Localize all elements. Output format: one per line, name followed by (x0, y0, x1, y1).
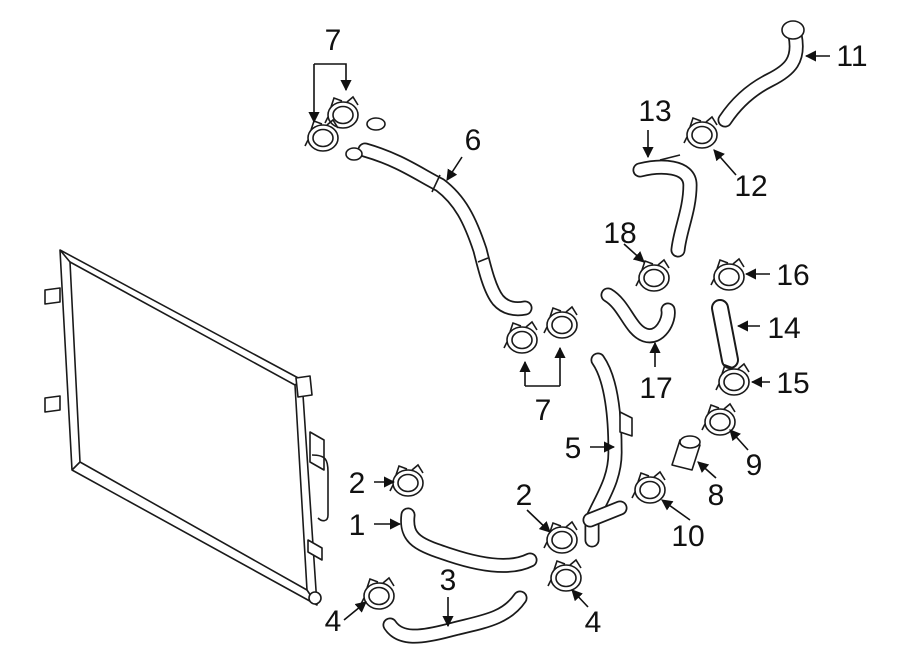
clamp (543, 306, 578, 339)
callout-6: 6 (465, 124, 482, 157)
clamp (360, 577, 395, 610)
callout-labels: 7 6 7 11 12 13 18 16 14 15 17 5 9 8 10 2… (325, 24, 868, 639)
callout-18: 18 (603, 217, 636, 250)
callout-12: 12 (734, 170, 767, 203)
callout-7-top: 7 (325, 24, 342, 57)
callout-17: 17 (639, 372, 672, 405)
callout-13: 13 (638, 95, 671, 128)
part-14-hose (711, 299, 739, 369)
leader-arrows (308, 50, 830, 628)
part-8-connector (671, 435, 701, 471)
part-13-pipe (632, 154, 698, 258)
callout-11: 11 (836, 40, 867, 73)
clamp (635, 259, 670, 292)
callout-15: 15 (776, 367, 809, 400)
callout-8: 8 (708, 479, 725, 512)
callout-4-left: 4 (325, 605, 342, 638)
part-1-hose (400, 507, 538, 573)
callout-2-right: 2 (516, 479, 533, 512)
radiator (44, 249, 329, 606)
clamp (543, 521, 578, 554)
callout-7-bottom: 7 (535, 394, 552, 427)
part-11-hose (717, 20, 805, 128)
callout-2-left: 2 (349, 467, 366, 500)
callout-3: 3 (440, 564, 457, 597)
callout-4-right: 4 (585, 606, 602, 639)
callout-16: 16 (776, 259, 809, 292)
clamp (389, 464, 424, 497)
clamp (710, 258, 745, 291)
part-17-hose (600, 287, 676, 344)
clamp (683, 116, 718, 149)
clamp (547, 559, 582, 592)
part-3-hose (382, 590, 528, 644)
clamp (503, 321, 538, 354)
clamp (715, 363, 750, 396)
callout-14: 14 (767, 312, 800, 345)
callout-5: 5 (565, 432, 582, 465)
callout-10: 10 (671, 520, 704, 553)
part-6-tube (345, 117, 533, 317)
part-5-tube (582, 352, 633, 548)
callout-9: 9 (746, 449, 763, 482)
clamp (631, 471, 666, 504)
callout-1: 1 (349, 509, 366, 542)
